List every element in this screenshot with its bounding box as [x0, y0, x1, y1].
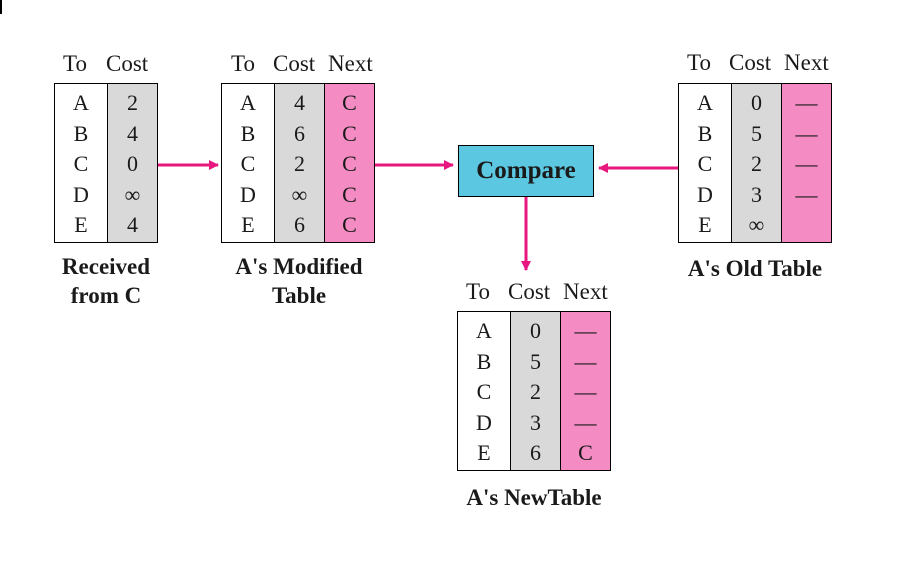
- cost-cell: 5: [530, 348, 541, 374]
- to-cell: C: [697, 151, 713, 177]
- cost-cell: 4: [294, 90, 305, 116]
- next-cell: C: [342, 212, 357, 238]
- to-cell: E: [241, 212, 255, 238]
- next-cell: C: [342, 181, 357, 207]
- cost-column: 0 5 2 3 6: [510, 312, 560, 470]
- cost-column: 4 6 2 ∞ 6: [274, 84, 324, 242]
- next-cell: —: [574, 409, 597, 435]
- cost-column: 0 5 2 3 ∞: [731, 84, 781, 242]
- to-cell: C: [240, 151, 256, 177]
- cost-cell: 3: [751, 181, 762, 207]
- cost-column: 2 4 0 ∞ 4: [107, 84, 157, 242]
- to-cell: D: [476, 409, 492, 435]
- to-cell: B: [476, 348, 492, 374]
- next-cell: C: [578, 440, 593, 466]
- header-to: To: [687, 50, 711, 75]
- old-table-body: A B C D E 0 5 2 3 ∞ — — — —: [678, 83, 832, 243]
- next-cell: —: [795, 120, 818, 146]
- received-table-body: A B C D E 2 4 0 ∞ 4: [54, 83, 158, 243]
- to-column: A B C D E: [458, 312, 510, 470]
- next-column: — — — — C: [560, 312, 610, 470]
- next-column: C C C C C: [324, 84, 374, 242]
- cost-cell: 0: [530, 318, 541, 344]
- modified-table-body: A B C D E 4 6 2 ∞ 6 C C C C C: [221, 83, 375, 243]
- cost-cell: 4: [127, 120, 138, 146]
- header-cost: Cost: [106, 51, 149, 76]
- cost-cell: 2: [530, 379, 541, 405]
- next-cell: —: [795, 181, 818, 207]
- next-column: — — — —: [781, 84, 831, 242]
- cost-cell: 5: [751, 120, 762, 146]
- next-cell: C: [342, 90, 357, 116]
- to-cell: D: [697, 181, 713, 207]
- to-cell: C: [476, 379, 492, 405]
- old-caption: A's Old Table: [687, 256, 823, 281]
- next-cell: C: [342, 120, 357, 146]
- to-cell: A: [476, 318, 492, 344]
- header-next: Next: [563, 279, 608, 304]
- next-cell: —: [574, 318, 597, 344]
- to-cell: B: [240, 120, 256, 146]
- header-cost: Cost: [508, 279, 551, 304]
- next-cell: —: [574, 348, 597, 374]
- to-column: A B C D E: [222, 84, 274, 242]
- corner-mark: [0, 0, 2, 14]
- cost-cell: 6: [530, 440, 541, 466]
- to-column: A B C D E: [55, 84, 107, 242]
- cost-cell: 6: [294, 212, 305, 238]
- new-caption: A's NewTable: [466, 485, 602, 510]
- header-next: Next: [784, 50, 829, 75]
- to-cell: A: [697, 90, 713, 116]
- cost-cell: ∞: [124, 181, 141, 207]
- to-cell: E: [698, 212, 712, 238]
- header-to: To: [466, 279, 490, 304]
- to-cell: E: [477, 440, 491, 466]
- to-cell: A: [240, 90, 256, 116]
- caption-line: A's Modified: [235, 254, 363, 279]
- to-cell: B: [73, 120, 89, 146]
- next-cell: —: [795, 151, 818, 177]
- to-column: A B C D E: [679, 84, 731, 242]
- header-to: To: [63, 51, 87, 76]
- next-cell: —: [574, 379, 597, 405]
- header-next: Next: [328, 51, 373, 76]
- to-cell: B: [697, 120, 713, 146]
- cost-cell: 2: [127, 90, 138, 116]
- to-cell: C: [73, 151, 89, 177]
- to-cell: A: [73, 90, 89, 116]
- header-cost: Cost: [273, 51, 316, 76]
- compare-box: Compare: [458, 145, 594, 197]
- to-cell: E: [74, 212, 88, 238]
- modified-caption: A's Modified Table: [218, 252, 380, 310]
- next-cell: —: [795, 90, 818, 116]
- cost-cell: 0: [127, 151, 138, 177]
- to-cell: D: [73, 181, 89, 207]
- header-cost: Cost: [729, 50, 772, 75]
- caption-line: Table: [271, 283, 327, 308]
- header-to: To: [231, 51, 255, 76]
- cost-cell: 3: [530, 409, 541, 435]
- cost-cell: 4: [127, 212, 138, 238]
- compare-label: Compare: [476, 157, 576, 184]
- to-cell: D: [240, 181, 256, 207]
- cost-cell: 6: [294, 120, 305, 146]
- cost-cell: 0: [751, 90, 762, 116]
- caption-line: Received: [61, 254, 151, 279]
- received-caption: Received from C: [36, 252, 176, 310]
- next-cell: [782, 210, 831, 241]
- cost-cell: ∞: [748, 212, 765, 238]
- cost-cell: 2: [294, 151, 305, 177]
- cost-cell: ∞: [291, 181, 308, 207]
- caption-line: from C: [70, 283, 142, 308]
- next-cell: C: [342, 151, 357, 177]
- cost-cell: 2: [751, 151, 762, 177]
- new-table-body: A B C D E 0 5 2 3 6 — — — — C: [457, 311, 611, 471]
